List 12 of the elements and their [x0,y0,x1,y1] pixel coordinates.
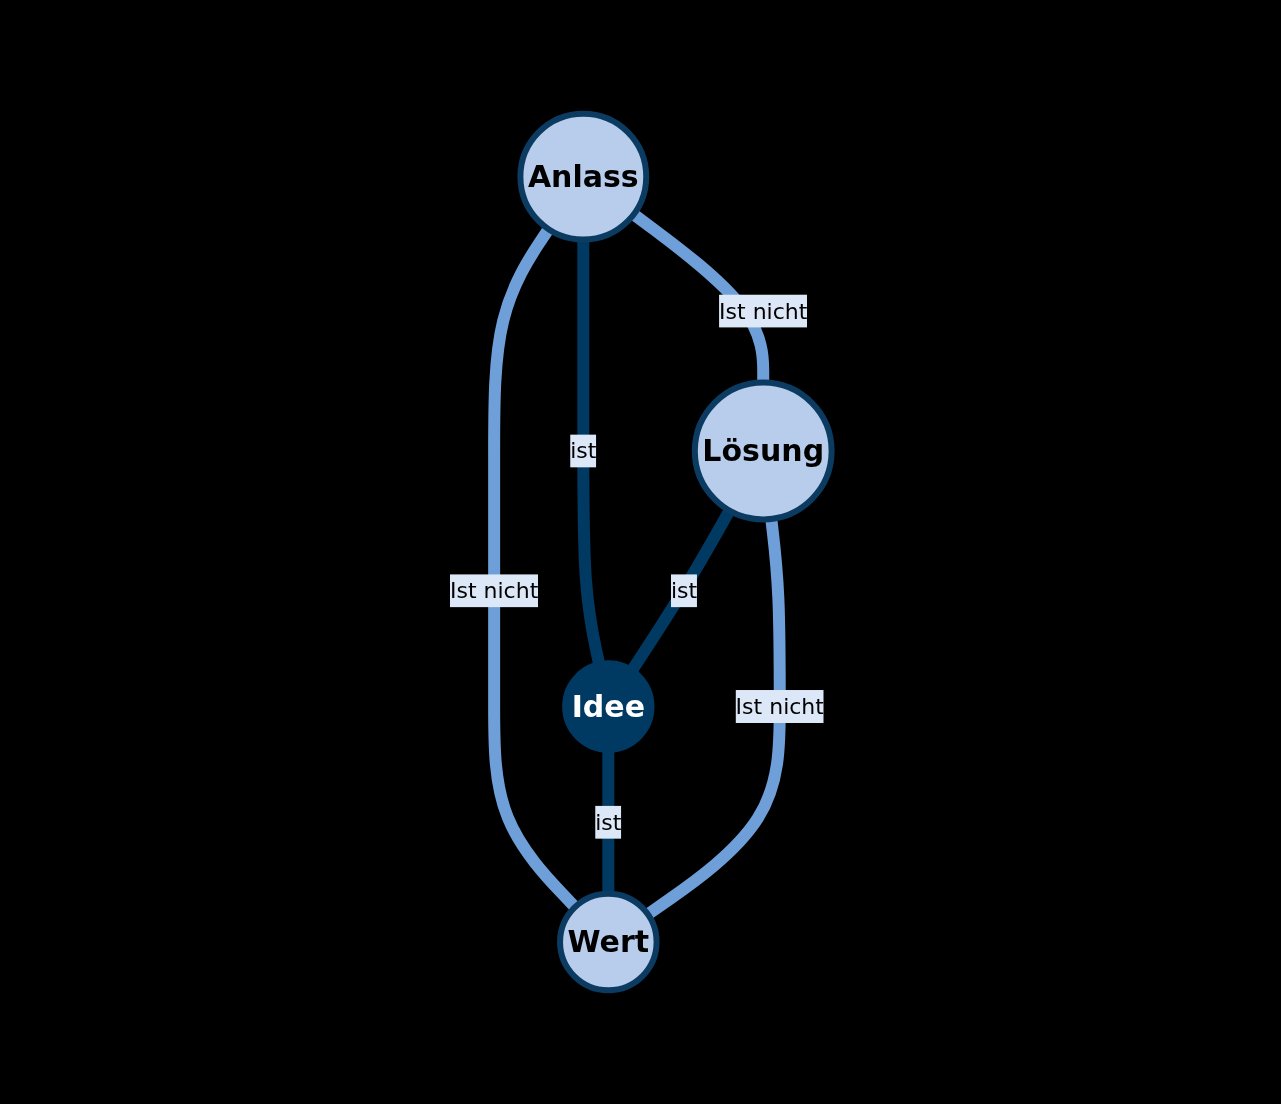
edge-label: ist [569,438,597,464]
edge-label: Ist nicht [449,578,538,604]
connector [627,507,735,673]
edge-label: Ist nicht [735,694,824,720]
edge-label: ist [670,578,697,604]
edge-label: ist [594,809,622,835]
node-circle: Lösung [691,379,835,523]
edge-label: Ist nicht [718,298,808,324]
connector [644,518,786,920]
node-circle: Anlass [517,110,649,243]
node-circle: Wert [556,890,660,994]
node-circle: Idee [561,660,655,753]
